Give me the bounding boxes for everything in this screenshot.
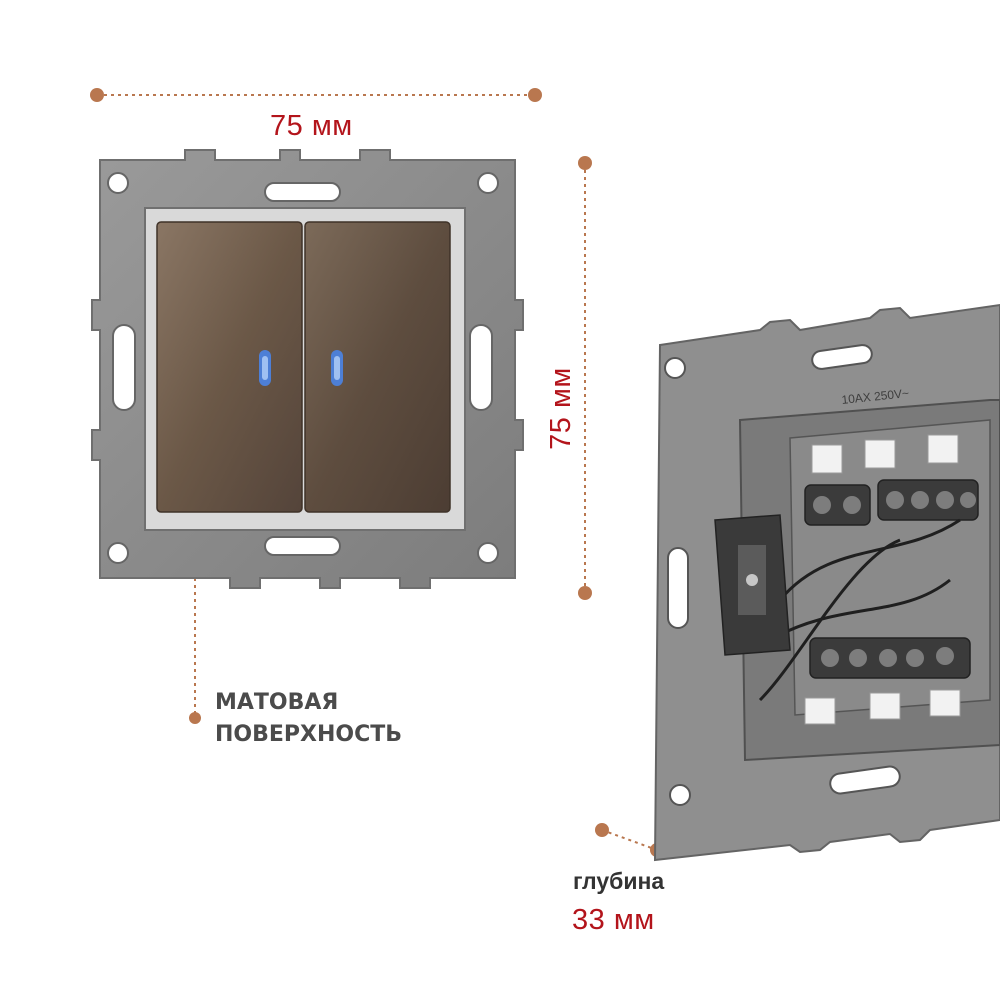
wires bbox=[758, 518, 961, 702]
indicator-light-icon bbox=[259, 350, 271, 386]
matte-surface-note: МАТОВАЯ ПОВЕРХНОСТЬ bbox=[215, 687, 402, 751]
switch-key-left bbox=[156, 221, 303, 513]
matte-callout-line bbox=[189, 480, 201, 724]
height-dimension-line bbox=[578, 156, 592, 600]
matte-note-line1: МАТОВАЯ bbox=[215, 690, 339, 715]
terminal-clamps-bottom bbox=[809, 637, 971, 679]
switch-key-right bbox=[304, 221, 451, 513]
height-label: 75 мм bbox=[544, 367, 577, 450]
indicator-light-icon bbox=[331, 350, 343, 386]
white-latches bbox=[804, 434, 961, 725]
matte-note-line2: ПОВЕРХНОСТЬ bbox=[215, 722, 403, 747]
depth-caption: глубина bbox=[573, 868, 665, 894]
depth-dimension-line bbox=[595, 823, 664, 857]
terminal-clamps-top bbox=[804, 479, 979, 526]
width-label: 75 мм bbox=[270, 110, 353, 142]
indicator-module bbox=[714, 514, 791, 656]
width-dimension-line bbox=[90, 88, 542, 102]
depth-label: 33 мм bbox=[572, 904, 655, 936]
